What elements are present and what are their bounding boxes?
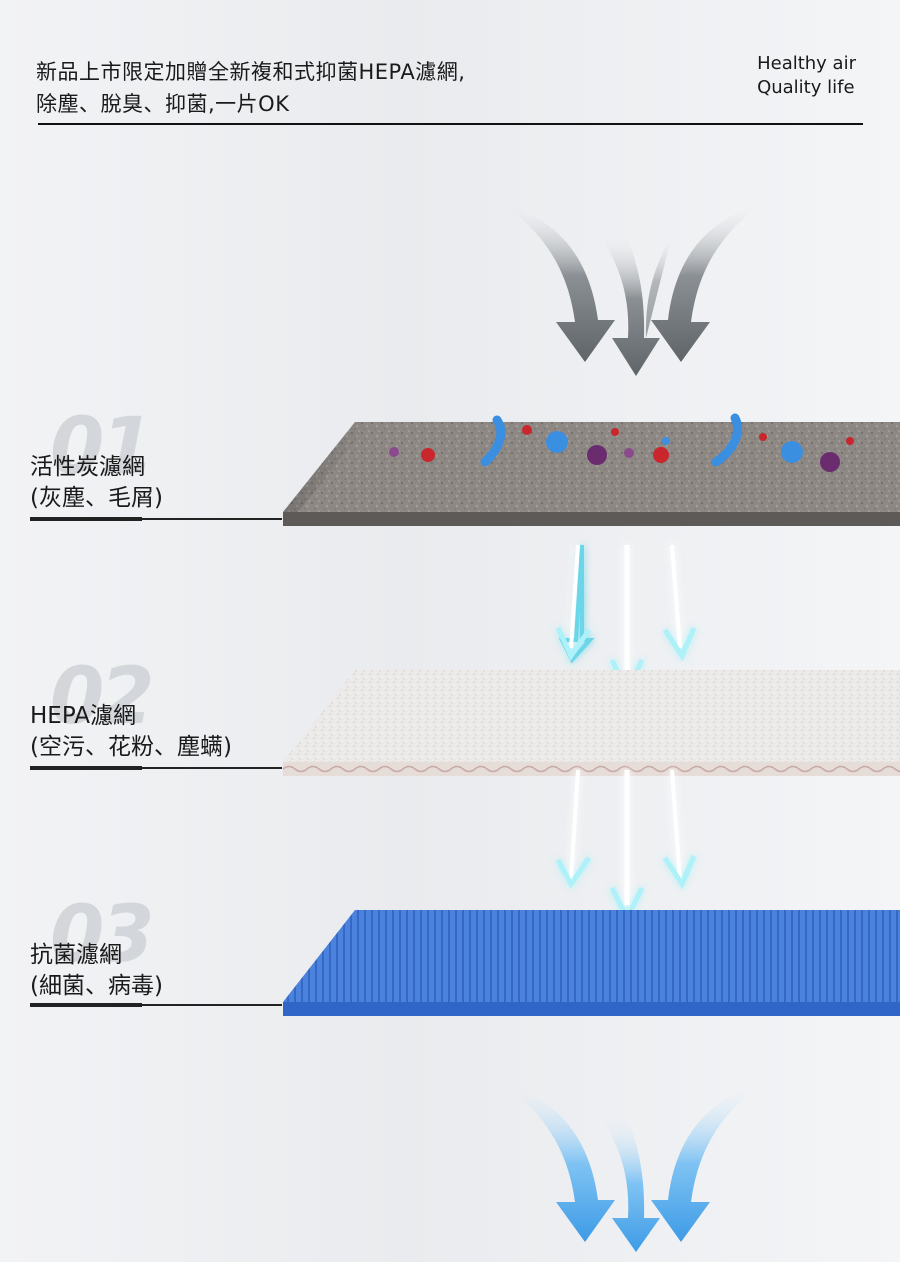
layer-connector-3 [142,1004,282,1006]
layer-label-3: 抗菌濾網 (細菌、病毒) [30,940,163,1002]
layer-name-1: 活性炭濾網 [30,452,163,483]
layer-connector-2 [142,767,282,769]
clean-air-outflow-arrows [505,1085,760,1252]
layer-detail-2: (空污、花粉、塵螨) [30,732,232,763]
layer-underline-1 [30,517,142,521]
layer-connector-1 [142,518,282,520]
layer-label-1: 活性炭濾網 (灰塵、毛屑) [30,452,163,514]
hepa-filter-layer [283,670,900,776]
carbon-filter-layer [283,418,900,526]
air-flow-arrows-1 [558,545,694,692]
layer-underline-2 [30,766,142,770]
layer-detail-3: (細菌、病毒) [30,971,163,1002]
layer-name-2: HEPA濾網 [30,701,232,732]
air-inflow-arrows [505,205,760,376]
antibacterial-filter-layer [283,910,900,1016]
layer-underline-3 [30,1003,142,1007]
air-flow-arrows-2 [558,770,694,918]
layer-label-2: HEPA濾網 (空污、花粉、塵螨) [30,701,232,763]
layer-name-3: 抗菌濾網 [30,940,163,971]
layer-detail-1: (灰塵、毛屑) [30,483,163,514]
